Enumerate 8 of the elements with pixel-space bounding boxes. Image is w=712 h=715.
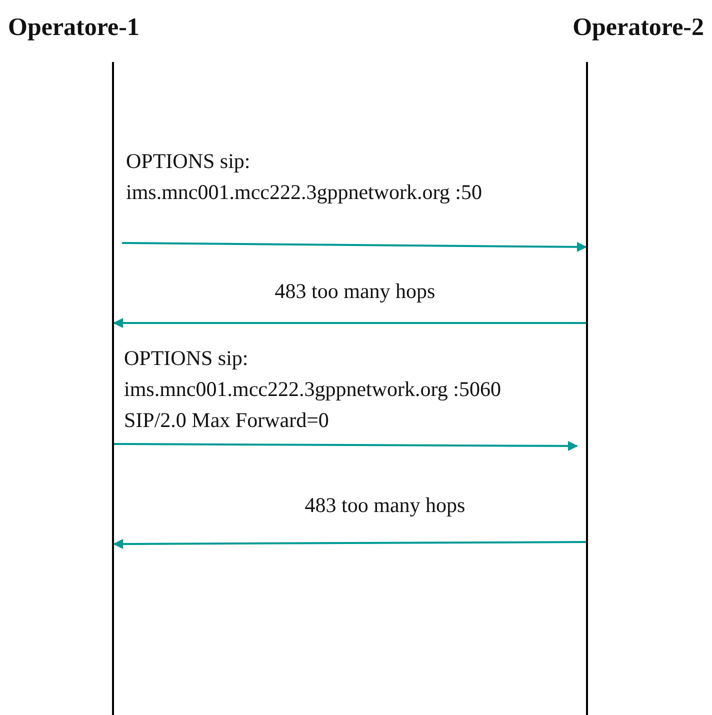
participant-label: Operatore-2 xyxy=(572,14,704,42)
message-arrow xyxy=(122,242,587,252)
lifeline xyxy=(586,62,588,715)
message-arrow xyxy=(113,318,586,328)
message-arrow xyxy=(113,538,586,549)
lifeline xyxy=(112,62,114,715)
participant-label: Operatore-1 xyxy=(8,14,140,42)
message-arrow xyxy=(114,440,578,451)
